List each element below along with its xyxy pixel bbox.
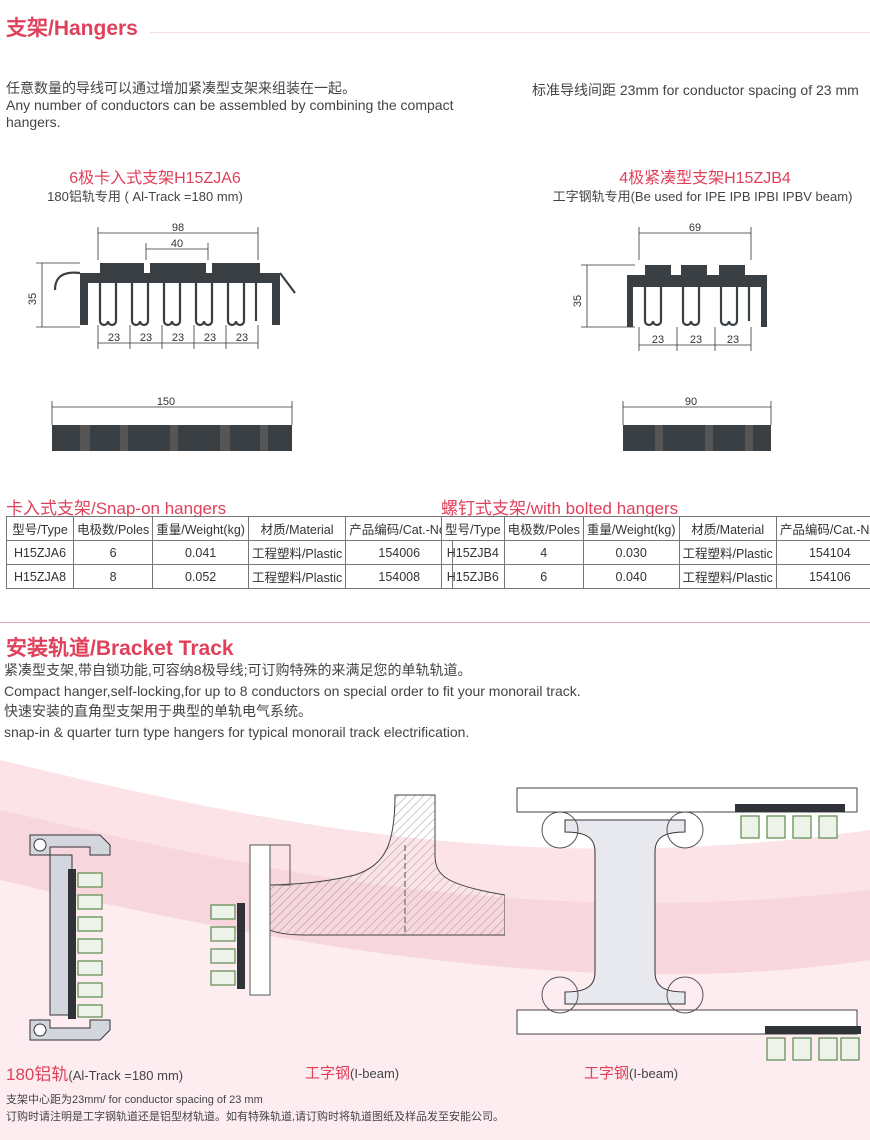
cell: 工程塑料/Plastic — [678, 540, 777, 565]
dim-35-right: 35 — [572, 295, 584, 307]
cell: 154106 — [775, 564, 870, 589]
bracket-line-4: snap-in & quarter turn type hangers for … — [4, 723, 470, 740]
cell: H15ZJA8 — [6, 564, 74, 589]
dim-pitch-5: 23 — [236, 332, 248, 344]
th-catno: 产品编码/Cat.-No. — [345, 516, 454, 541]
th-poles: 电极数/Poles — [503, 516, 584, 541]
dim-pitch-r3: 23 — [727, 334, 739, 346]
th-poles: 电极数/Poles — [72, 516, 154, 541]
cell: H15ZJA6 — [6, 540, 74, 565]
bracket-description: 紧凑型支架,带自锁功能,可容纳8极导线;可订购特殊的来满足您的单轨轨道。 Com… — [4, 660, 864, 742]
dim-pitch-r1: 23 — [652, 334, 664, 346]
caption-al-track-cn: 180铝轨 — [6, 1065, 69, 1084]
intro-en: Any number of conductors can be assemble… — [6, 97, 454, 130]
dim-pitch-1: 23 — [108, 332, 120, 344]
section-title-hangers: 支架/Hangers — [6, 17, 138, 40]
spacing-note: 标准导线间距 23mm for conductor spacing of 23 … — [532, 82, 859, 98]
caption-ibeam-1: 工字钢(I-beam) — [305, 1062, 399, 1083]
table-bolted: 型号/Type 电极数/Poles 重量/Weight(kg) 材质/Mater… — [441, 516, 870, 589]
table-snap-title: 卡入式支架/Snap-on hangers — [6, 499, 227, 518]
caption-al-track: 180铝轨(Al-Track =180 mm) — [6, 1060, 183, 1085]
th-catno: 产品编码/Cat.-No. — [775, 516, 870, 541]
table-row: H15ZJB4 4 0.030 工程塑料/Plastic 154104 — [441, 540, 870, 565]
table-row: H15ZJA8 8 0.052 工程塑料/Plastic 154008 — [6, 564, 454, 589]
intro-cn: 任意数量的导线可以通过增加紧凑型支架来组装在一起。 — [6, 80, 356, 96]
ibeam-2-drawing — [516, 787, 861, 1061]
hanger-h15zja6-drawing: 98 40 35 23 23 23 23 23 150 — [27, 222, 296, 451]
cell: 0.040 — [582, 564, 680, 589]
table-row: H15ZJA6 6 0.041 工程塑料/Plastic 154006 — [6, 540, 454, 565]
dim-98: 98 — [172, 222, 184, 234]
cell: 0.041 — [152, 540, 249, 565]
dim-pitch-4: 23 — [204, 332, 216, 344]
caption-ibeam-1-en: (I-beam) — [350, 1066, 400, 1081]
cell: 154104 — [775, 540, 870, 565]
bracket-line-2: Compact hanger,self-locking,for up to 8 … — [4, 682, 581, 699]
cell: 8 — [72, 564, 154, 589]
hanger-h15zjb4-drawing: 69 35 23 23 23 90 — [572, 222, 772, 451]
dim-35-left: 35 — [27, 293, 39, 305]
cell: 工程塑料/Plastic — [247, 540, 347, 565]
cell: 4 — [503, 540, 584, 565]
bracket-line-1: 紧凑型支架,带自锁功能,可容纳8极导线;可订购特殊的来满足您的单轨轨道。 — [4, 662, 472, 678]
hangers-intro: 任意数量的导线可以通过增加紧凑型支架来组装在一起。 Any number of … — [6, 80, 506, 131]
caption-ibeam-2: 工字钢(I-beam) — [584, 1062, 678, 1083]
cell: 6 — [72, 540, 154, 565]
cell: 0.052 — [152, 564, 249, 589]
dim-pitch-3: 23 — [172, 332, 184, 344]
dim-pitch-2: 23 — [140, 332, 152, 344]
cell: 工程塑料/Plastic — [678, 564, 777, 589]
caption-ibeam-2-en: (I-beam) — [629, 1066, 679, 1081]
cell: 154008 — [345, 564, 454, 589]
dim-40: 40 — [171, 238, 183, 250]
dim-90: 90 — [685, 396, 697, 408]
footer-note-1: 支架中心距为23mm/ for conductor spacing of 23 … — [6, 1094, 263, 1106]
th-weight: 重量/Weight(kg) — [582, 516, 680, 541]
cell: 6 — [503, 564, 584, 589]
cell: H15ZJB6 — [441, 564, 505, 589]
footer-notes: 支架中心距为23mm/ for conductor spacing of 23 … — [6, 1092, 504, 1126]
th-weight: 重量/Weight(kg) — [152, 516, 249, 541]
al-track-drawing — [29, 834, 111, 1041]
figure-right-title: 4极紧凑型支架H15ZJB4 — [619, 170, 791, 187]
table-bolted-title: 螺钉式支架/with bolted hangers — [441, 499, 679, 518]
caption-al-track-en: (Al-Track =180 mm) — [68, 1068, 184, 1083]
table-snap: 型号/Type 电极数/Poles 重量/Weight(kg) 材质/Mater… — [6, 516, 454, 589]
title-rule — [150, 32, 870, 33]
dim-69: 69 — [689, 222, 701, 234]
th-type: 型号/Type — [6, 516, 74, 541]
ibeam-1-drawing — [210, 794, 505, 996]
dim-150: 150 — [157, 396, 175, 408]
bracket-line-3: 快速安装的直角型支架用于典型的单轨电气系统。 — [4, 703, 312, 719]
figure-left-title: 6极卡入式支架H15ZJA6 — [69, 170, 241, 187]
caption-ibeam-2-cn: 工字钢 — [584, 1065, 630, 1082]
section-title-bracket: 安装轨道/Bracket Track — [6, 637, 234, 660]
caption-ibeam-1-cn: 工字钢 — [305, 1065, 351, 1082]
cell: H15ZJB4 — [441, 540, 505, 565]
cell: 0.030 — [582, 540, 680, 565]
section-divider — [0, 622, 870, 623]
footer-note-2: 订购时请注明是工字钢轨道还是铝型材轨道。如有特殊轨道,请订购时将轨道图纸及样品发… — [6, 1111, 505, 1123]
cell: 154006 — [345, 540, 454, 565]
th-material: 材质/Material — [678, 516, 777, 541]
dim-pitch-r2: 23 — [690, 334, 702, 346]
figure-right-subtitle: 工字钢轨专用(Be used for IPE IPB IPBI IPBV bea… — [552, 189, 853, 204]
table-row: H15ZJB6 6 0.040 工程塑料/Plastic 154106 — [441, 564, 870, 589]
th-material: 材质/Material — [247, 516, 347, 541]
th-type: 型号/Type — [441, 516, 505, 541]
figure-left-subtitle: 180铝轨专用 ( Al-Track =180 mm) — [47, 189, 243, 204]
cell: 工程塑料/Plastic — [247, 564, 347, 589]
